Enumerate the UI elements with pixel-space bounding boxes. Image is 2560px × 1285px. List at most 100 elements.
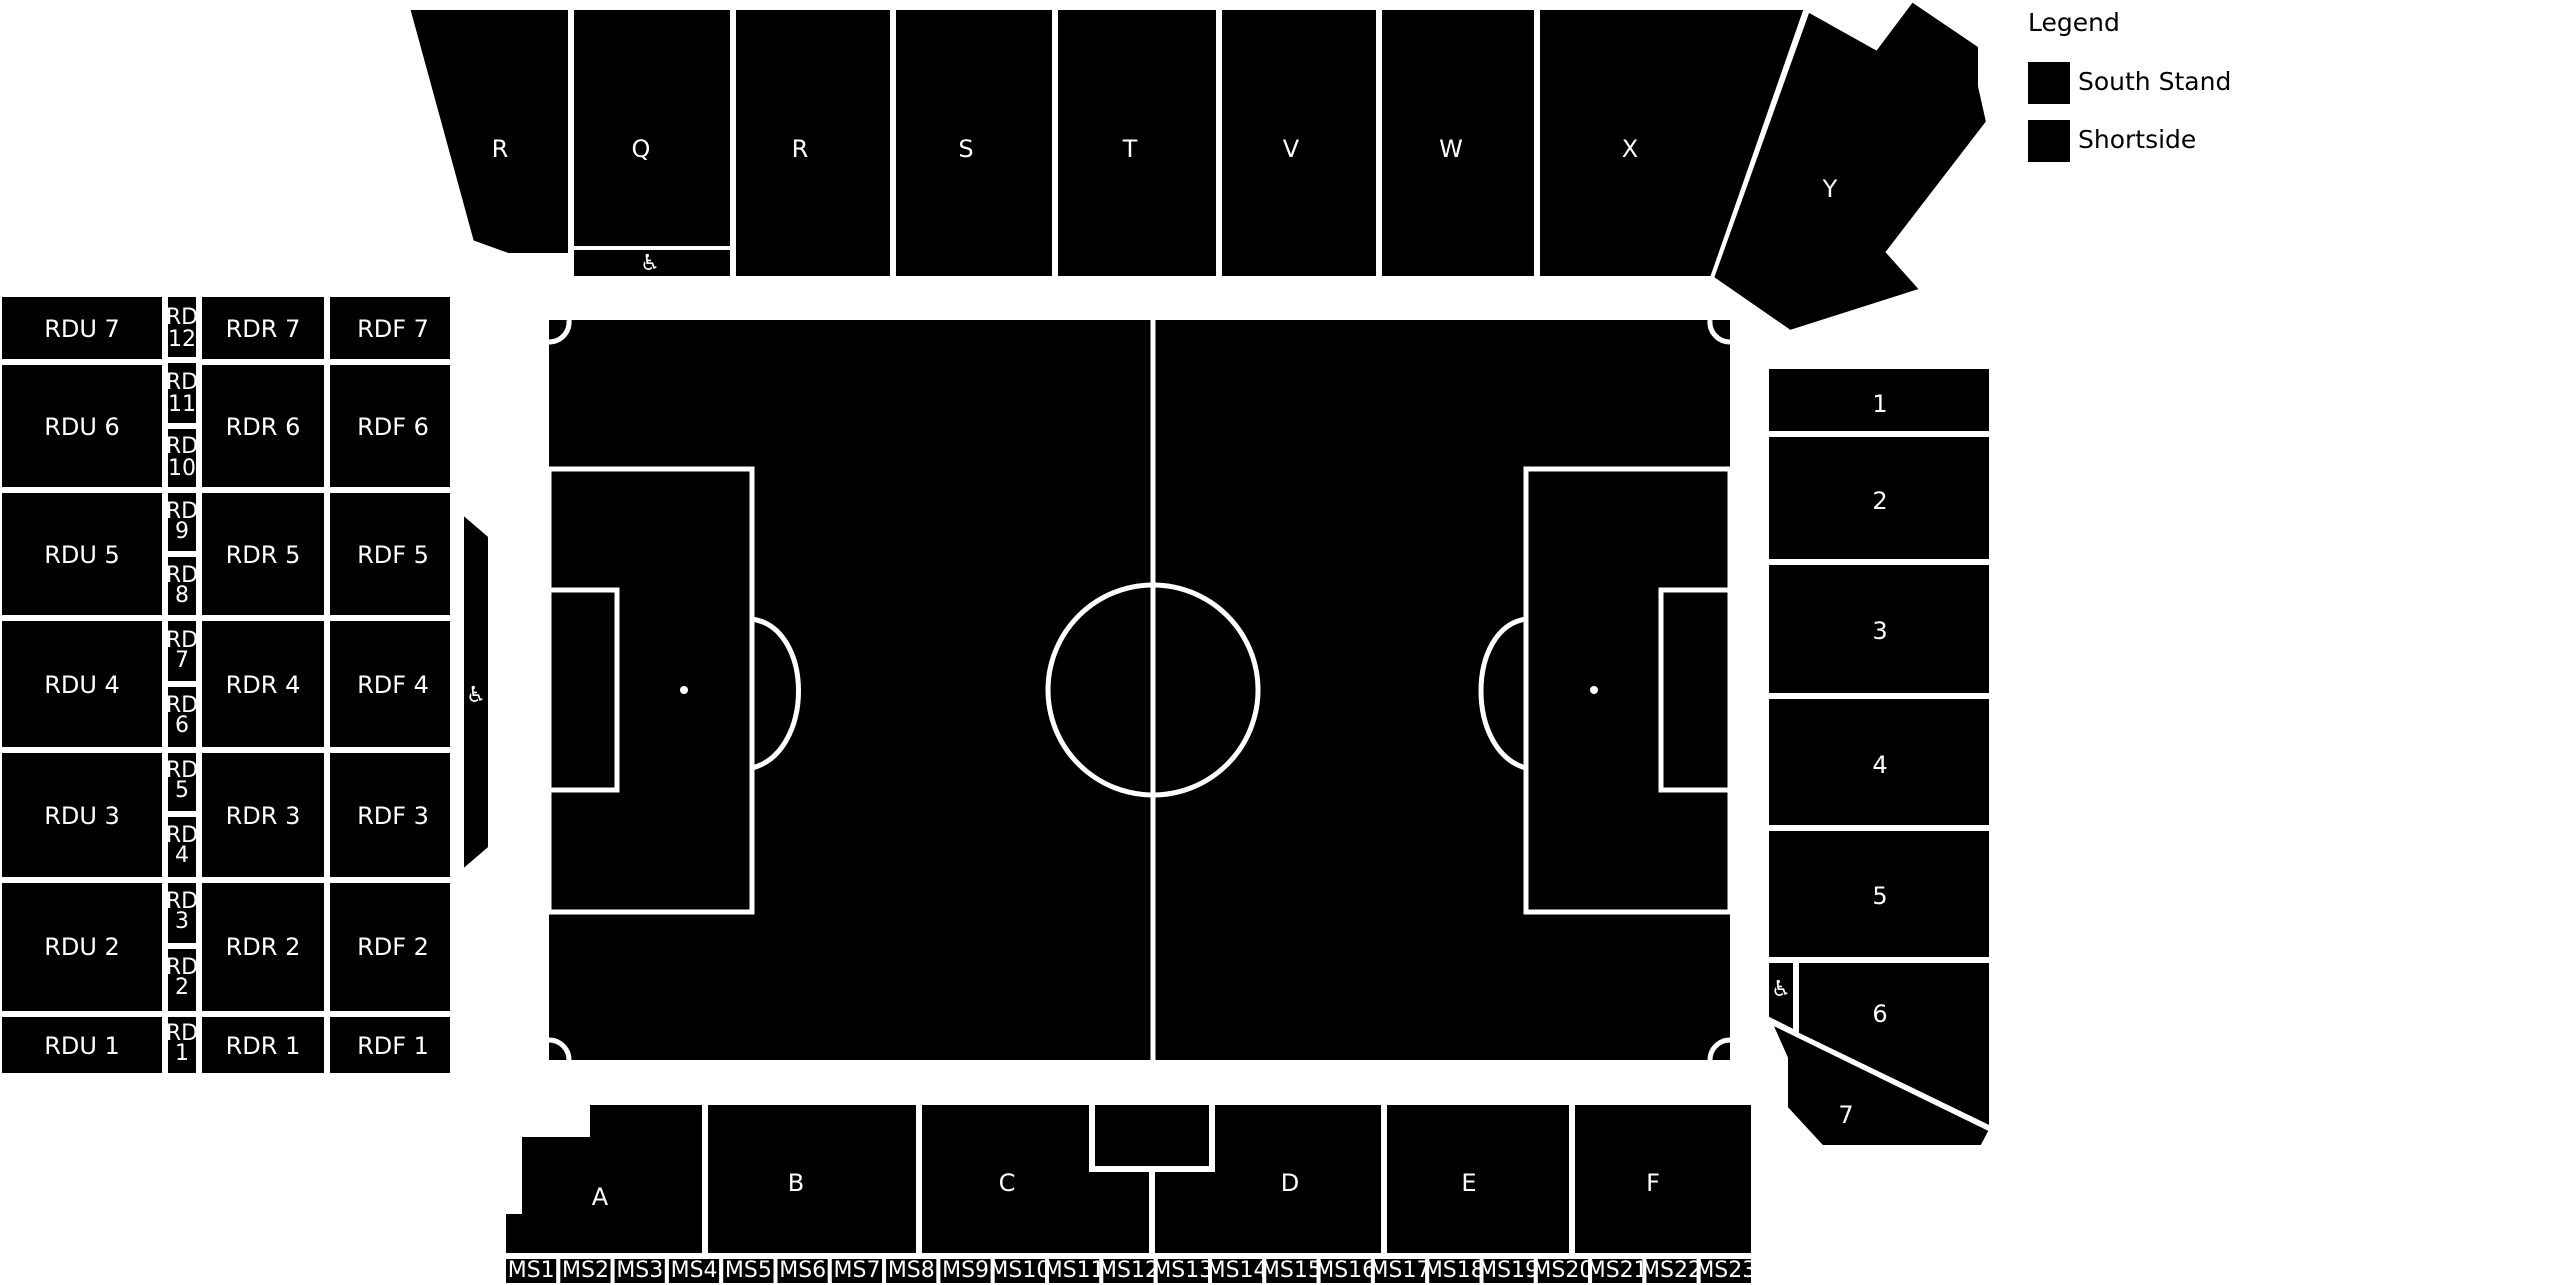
section-rdf-1[interactable] <box>326 1013 454 1077</box>
section-rd-4[interactable] <box>164 813 200 881</box>
south-stand-tunnel[interactable] <box>1091 1101 1213 1170</box>
section-7[interactable] <box>1765 1017 1994 1149</box>
section-ms-3[interactable] <box>610 1255 669 1285</box>
section-rdu-6[interactable] <box>0 361 166 491</box>
left-goal-area <box>546 587 620 793</box>
section-ms-12[interactable] <box>1099 1255 1158 1285</box>
section-v[interactable] <box>1218 6 1380 280</box>
section-rd-12[interactable] <box>164 293 200 361</box>
section-t[interactable] <box>1054 6 1220 280</box>
section-rd-2[interactable] <box>164 945 200 1015</box>
section-w[interactable] <box>1378 6 1538 280</box>
section-a[interactable] <box>502 1101 706 1257</box>
section-ms-10[interactable] <box>990 1255 1050 1285</box>
section-rd-11[interactable] <box>164 359 200 427</box>
section-rdf-3[interactable] <box>326 749 454 881</box>
section-rd-10[interactable] <box>164 425 200 491</box>
section-rdr-5[interactable] <box>198 489 328 619</box>
section-rdr-6[interactable] <box>198 361 328 491</box>
section-r[interactable] <box>732 6 894 280</box>
section-rdr-1[interactable] <box>198 1013 328 1077</box>
section-rdr-7[interactable] <box>198 293 328 363</box>
east-stand: 1 2 3 4 5 ♿ 6 7 <box>1765 365 1994 1149</box>
section-ms-5[interactable] <box>719 1255 778 1285</box>
section-rd-9[interactable] <box>164 489 200 555</box>
section-ms-21[interactable] <box>1588 1255 1647 1285</box>
section-rdu-4[interactable] <box>0 617 166 751</box>
right-penalty-arc <box>1478 616 1527 771</box>
section-ms-14[interactable] <box>1208 1255 1267 1285</box>
corner-arc-top-right <box>1707 319 1731 345</box>
section-ms-7[interactable] <box>827 1255 887 1285</box>
corner-arc-bottom-left <box>548 1037 572 1061</box>
section-ms-4[interactable] <box>664 1255 724 1285</box>
north-stand: R Q ♿ R S T V W X Y <box>405 0 1991 335</box>
section-q[interactable] <box>570 6 734 250</box>
left-penalty-spot <box>680 686 688 694</box>
pitch-surface <box>549 320 1730 1060</box>
section-ms-8[interactable] <box>882 1255 941 1285</box>
right-goal-area <box>1658 587 1733 793</box>
section-f[interactable] <box>1571 1101 1755 1257</box>
section-rdf-6[interactable] <box>326 361 454 491</box>
section-ms-6[interactable] <box>773 1255 832 1285</box>
west-accessible-platform[interactable] <box>460 507 492 877</box>
section-rdu-5[interactable] <box>0 489 166 619</box>
section-rd-5[interactable] <box>164 749 200 815</box>
section-rdr-3[interactable] <box>198 749 328 881</box>
section-rdu-3[interactable] <box>0 749 166 881</box>
section-2[interactable] <box>1765 433 1993 563</box>
section-3[interactable] <box>1765 561 1993 697</box>
section-ms-22[interactable] <box>1642 1255 1701 1285</box>
legend-title: Legend <box>2028 8 2120 37</box>
section-rdr-4[interactable] <box>198 617 328 751</box>
section-b[interactable] <box>704 1101 920 1257</box>
section-ms-1[interactable] <box>502 1255 561 1285</box>
section-4[interactable] <box>1765 695 1993 829</box>
legend-swatch-shortside <box>2028 120 2070 162</box>
section-e[interactable] <box>1383 1101 1573 1257</box>
section-ms-23[interactable] <box>1696 1255 1755 1285</box>
section-rdf-2[interactable] <box>326 879 454 1015</box>
right-penalty-spot <box>1590 686 1598 694</box>
legend-swatch-south-stand <box>2028 62 2070 104</box>
section-r-left[interactable] <box>405 6 572 257</box>
section-rdu-2[interactable] <box>0 879 166 1015</box>
section-ms-18[interactable] <box>1425 1255 1484 1285</box>
section-ms-9[interactable] <box>936 1255 995 1285</box>
section-ms-19[interactable] <box>1479 1255 1538 1285</box>
section-y[interactable] <box>1709 0 1991 335</box>
section-ms-17[interactable] <box>1370 1255 1430 1285</box>
section-1[interactable] <box>1765 365 1993 435</box>
corner-arc-top-left <box>548 319 572 345</box>
section-rdf-5[interactable] <box>326 489 454 619</box>
section-rd-6[interactable] <box>164 683 200 751</box>
section-ms-11[interactable] <box>1045 1255 1104 1285</box>
legend: Legend South Stand Shortside <box>2028 8 2231 162</box>
west-stand: RDU 7 RDU 6 RDU 5 RDU 4 RDU 3 RDU 2 RDU … <box>0 293 492 1077</box>
section-ms-20[interactable] <box>1533 1255 1593 1285</box>
section-rdf-4[interactable] <box>326 617 454 751</box>
section-rd-7[interactable] <box>164 617 200 685</box>
pitch <box>546 319 1733 1061</box>
section-ms-16[interactable] <box>1316 1255 1375 1285</box>
section-rdf-7[interactable] <box>326 293 454 363</box>
section-5[interactable] <box>1765 827 1993 961</box>
section-ms-2[interactable] <box>556 1255 615 1285</box>
section-rdr-2[interactable] <box>198 879 328 1015</box>
section-rd-8[interactable] <box>164 553 200 619</box>
section-rdu-1[interactable] <box>0 1013 166 1077</box>
section-s[interactable] <box>892 6 1056 280</box>
centre-circle <box>1045 582 1261 798</box>
corner-arc-bottom-right <box>1707 1037 1731 1061</box>
section-q-accessible[interactable] <box>570 246 734 280</box>
section-ms-15[interactable] <box>1262 1255 1321 1285</box>
section-rd-1[interactable] <box>164 1013 200 1077</box>
section-rd-3[interactable] <box>164 879 200 947</box>
section-rdu-7[interactable] <box>0 293 166 363</box>
section-ms-13[interactable] <box>1153 1255 1212 1285</box>
legend-label-shortside: Shortside <box>2078 125 2196 154</box>
